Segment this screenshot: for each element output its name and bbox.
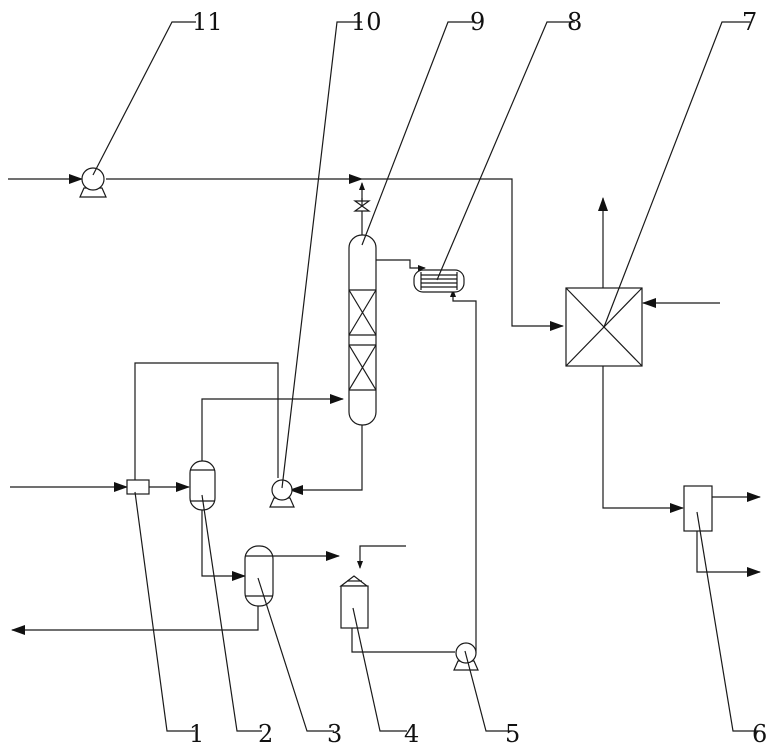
vessel2-to-vessel3-line — [202, 510, 245, 576]
leader-7 — [604, 22, 750, 327]
leader-6 — [697, 512, 760, 731]
vessel-3-icon — [245, 546, 273, 606]
leader-8 — [437, 22, 575, 280]
leader-2 — [202, 495, 262, 731]
label-9: 9 — [470, 8, 485, 36]
label-8: 8 — [567, 8, 582, 36]
pump5-to-condenser-line — [453, 290, 476, 652]
vessel2-to-column-line — [202, 399, 343, 461]
mixer-1-icon — [127, 480, 149, 494]
equipment — [80, 168, 712, 670]
leader-1 — [135, 492, 195, 731]
label-2: 2 — [258, 720, 273, 748]
separator-6-icon — [684, 486, 712, 531]
label-1: 1 — [189, 720, 204, 748]
process-lines — [8, 179, 760, 652]
label-7: 7 — [742, 8, 757, 36]
tank4-to-pump5-line — [352, 628, 455, 652]
line-to-mixer-7 — [362, 179, 563, 326]
label-10: 10 — [351, 8, 382, 36]
vessel-2-icon — [190, 461, 215, 510]
column-bottoms-line — [290, 425, 362, 490]
leader-lines — [93, 22, 760, 731]
tank-4-icon — [341, 576, 368, 628]
leader-11 — [93, 22, 196, 175]
label-3: 3 — [327, 720, 342, 748]
label-5: 5 — [505, 720, 520, 748]
condenser-8-icon — [414, 270, 464, 292]
equipment-labels: 1 2 3 4 5 6 7 8 9 10 11 — [189, 8, 767, 748]
vent-valve-icon — [355, 198, 369, 211]
label-4: 4 — [404, 720, 419, 748]
label-11: 11 — [192, 8, 223, 36]
column-9-icon — [349, 235, 376, 425]
tank4-feed-line — [360, 546, 406, 568]
label-6: 6 — [752, 720, 767, 748]
mixer7-to-separator6-line — [603, 366, 683, 508]
leader-9 — [362, 22, 475, 245]
pump-11-icon — [80, 168, 106, 197]
